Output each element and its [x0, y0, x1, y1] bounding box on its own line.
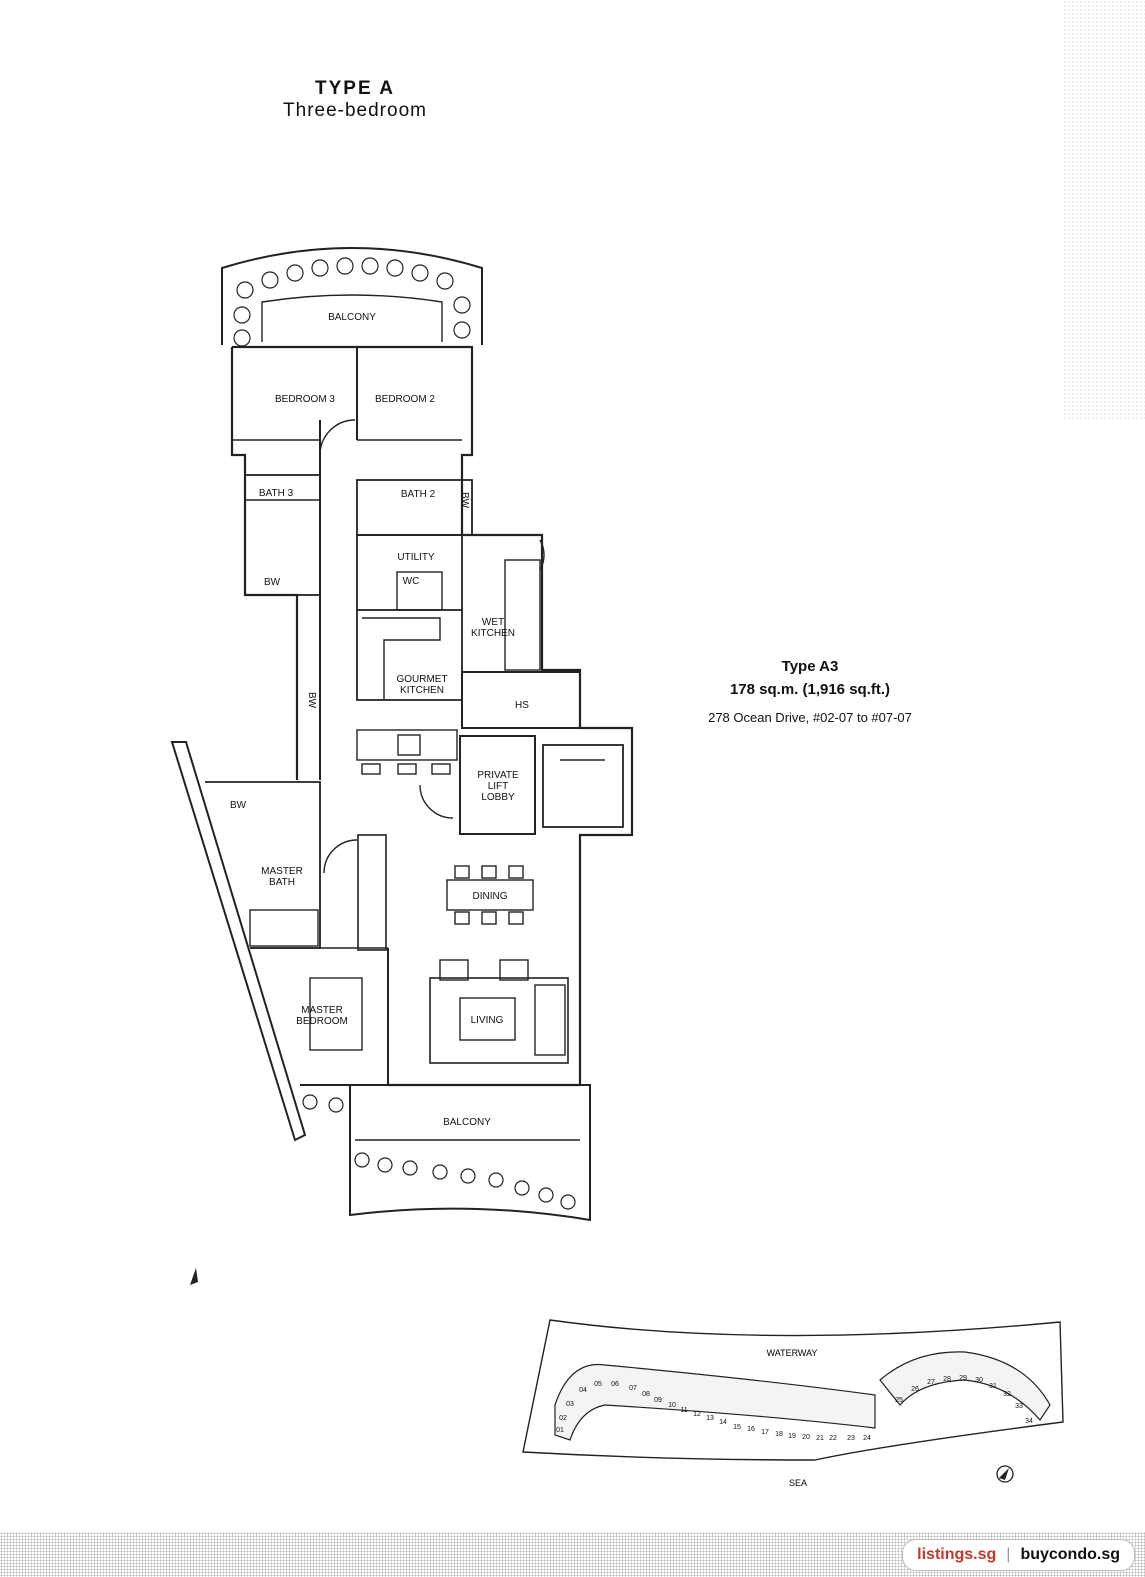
room-label-lift-2: LIFT: [488, 781, 509, 792]
room-label-bath2: BATH 2: [401, 489, 436, 500]
unit-12: 12: [693, 1411, 701, 1418]
watermark-site2: buycondo.sg: [1020, 1546, 1120, 1563]
unit-18: 18: [775, 1431, 783, 1438]
room-label-wet-kitchen-1: WET: [482, 617, 504, 628]
keyplan-waterway-label: WATERWAY: [767, 1348, 818, 1358]
key-plan: WATERWAY SEA 01 02 03 04 05 06 07 08 09 …: [522, 1319, 1064, 1488]
unit-21: 21: [816, 1435, 824, 1442]
unit-20: 20: [802, 1434, 810, 1441]
room-label-master-bath-2: BATH: [269, 877, 295, 888]
outer-wall-upper: [232, 345, 634, 1087]
room-label-bath3: BATH 3: [259, 488, 294, 499]
room-label-master-bath-1: MASTER: [261, 866, 303, 877]
unit-24: 24: [863, 1435, 871, 1442]
room-label-gourmet-2: KITCHEN: [400, 685, 444, 696]
key-plan-building-west: [554, 1363, 876, 1441]
plan-type-title: TYPE A: [315, 78, 395, 99]
key-plan-boundary: [522, 1319, 1064, 1461]
unit-28: 28: [943, 1376, 951, 1383]
unit-25: 25: [895, 1397, 903, 1404]
north-arrow-plan-icon: [190, 1268, 198, 1285]
unit-11: 11: [680, 1407, 687, 1414]
unit-14: 14: [719, 1419, 727, 1426]
balcony-top-outline: [221, 247, 483, 345]
keyplan-sea-label: SEA: [789, 1478, 807, 1488]
room-label-balcony-top: BALCONY: [328, 312, 376, 323]
room-label-balcony-bottom: BALCONY: [443, 1117, 491, 1128]
unit-area-label: 178 sq.m. (1,916 sq.ft.): [729, 681, 891, 698]
unit-16: 16: [747, 1426, 755, 1433]
room-label-bw-4: BW: [459, 492, 470, 509]
unit-08: 08: [642, 1391, 650, 1398]
unit-27: 27: [927, 1379, 935, 1386]
room-label-master-bed-2: BEDROOM: [296, 1016, 348, 1027]
unit-17: 17: [761, 1429, 769, 1436]
unit-19: 19: [788, 1433, 796, 1440]
room-label-hs: HS: [515, 700, 529, 711]
unit-31: 31: [989, 1383, 997, 1390]
unit-02: 02: [559, 1415, 567, 1422]
watermark-separator: |: [1006, 1546, 1011, 1563]
unit-22: 22: [829, 1435, 837, 1442]
room-label-bedroom3: BEDROOM 3: [275, 394, 335, 405]
room-label-gourmet-1: GOURMET: [396, 674, 447, 685]
balcony-bottom-outline: [300, 1084, 591, 1222]
balcony-top-inner: [261, 294, 443, 342]
room-label-dining: DINING: [473, 891, 508, 902]
room-label-bw-2: BW: [230, 800, 247, 811]
outer-wall-left-upper: [230, 347, 299, 780]
room-label-lift-1: PRIVATE: [477, 770, 519, 781]
unit-05: 05: [594, 1381, 602, 1388]
unit-09: 09: [654, 1397, 662, 1404]
angled-wall: [170, 741, 307, 1142]
unit-10: 10: [668, 1402, 676, 1409]
key-plan-building-east: [879, 1351, 1051, 1421]
unit-04: 04: [579, 1387, 587, 1394]
room-label-master-bed-1: MASTER: [301, 1005, 343, 1016]
room-label-lift-3: LOBBY: [481, 792, 515, 803]
plan-type-subtitle: Three-bedroom: [283, 100, 427, 121]
unit-30: 30: [975, 1377, 983, 1384]
room-label-bedroom2: BEDROOM 2: [375, 394, 435, 405]
room-label-bw-3: BW: [306, 692, 317, 709]
unit-06: 06: [611, 1381, 619, 1388]
unit-26: 26: [911, 1386, 919, 1393]
unit-23: 23: [847, 1435, 855, 1442]
unit-33: 33: [1015, 1403, 1023, 1410]
unit-15: 15: [733, 1424, 741, 1431]
watermark-site1: listings.sg: [917, 1546, 997, 1563]
north-arrow-icon: [996, 1465, 1014, 1483]
scan-noise-right: [1063, 0, 1145, 420]
unit-address-label: 278 Ocean Drive, #02-07 to #07-07: [708, 710, 912, 725]
room-label-wc: WC: [403, 576, 420, 587]
room-label-living: LIVING: [471, 1015, 504, 1026]
watermark-badge: listings.sg | buycondo.sg: [902, 1539, 1135, 1571]
unit-01: 01: [556, 1427, 564, 1434]
unit-34: 34: [1025, 1418, 1033, 1425]
room-label-bw-1: BW: [264, 577, 281, 588]
room-label-utility: UTILITY: [397, 552, 435, 563]
unit-type-label: Type A3: [781, 658, 839, 675]
unit-07: 07: [629, 1385, 637, 1392]
unit-29: 29: [959, 1375, 967, 1382]
unit-13: 13: [706, 1415, 714, 1422]
room-label-wet-kitchen-2: KITCHEN: [471, 628, 515, 639]
unit-03: 03: [566, 1401, 574, 1408]
unit-32: 32: [1003, 1391, 1011, 1398]
